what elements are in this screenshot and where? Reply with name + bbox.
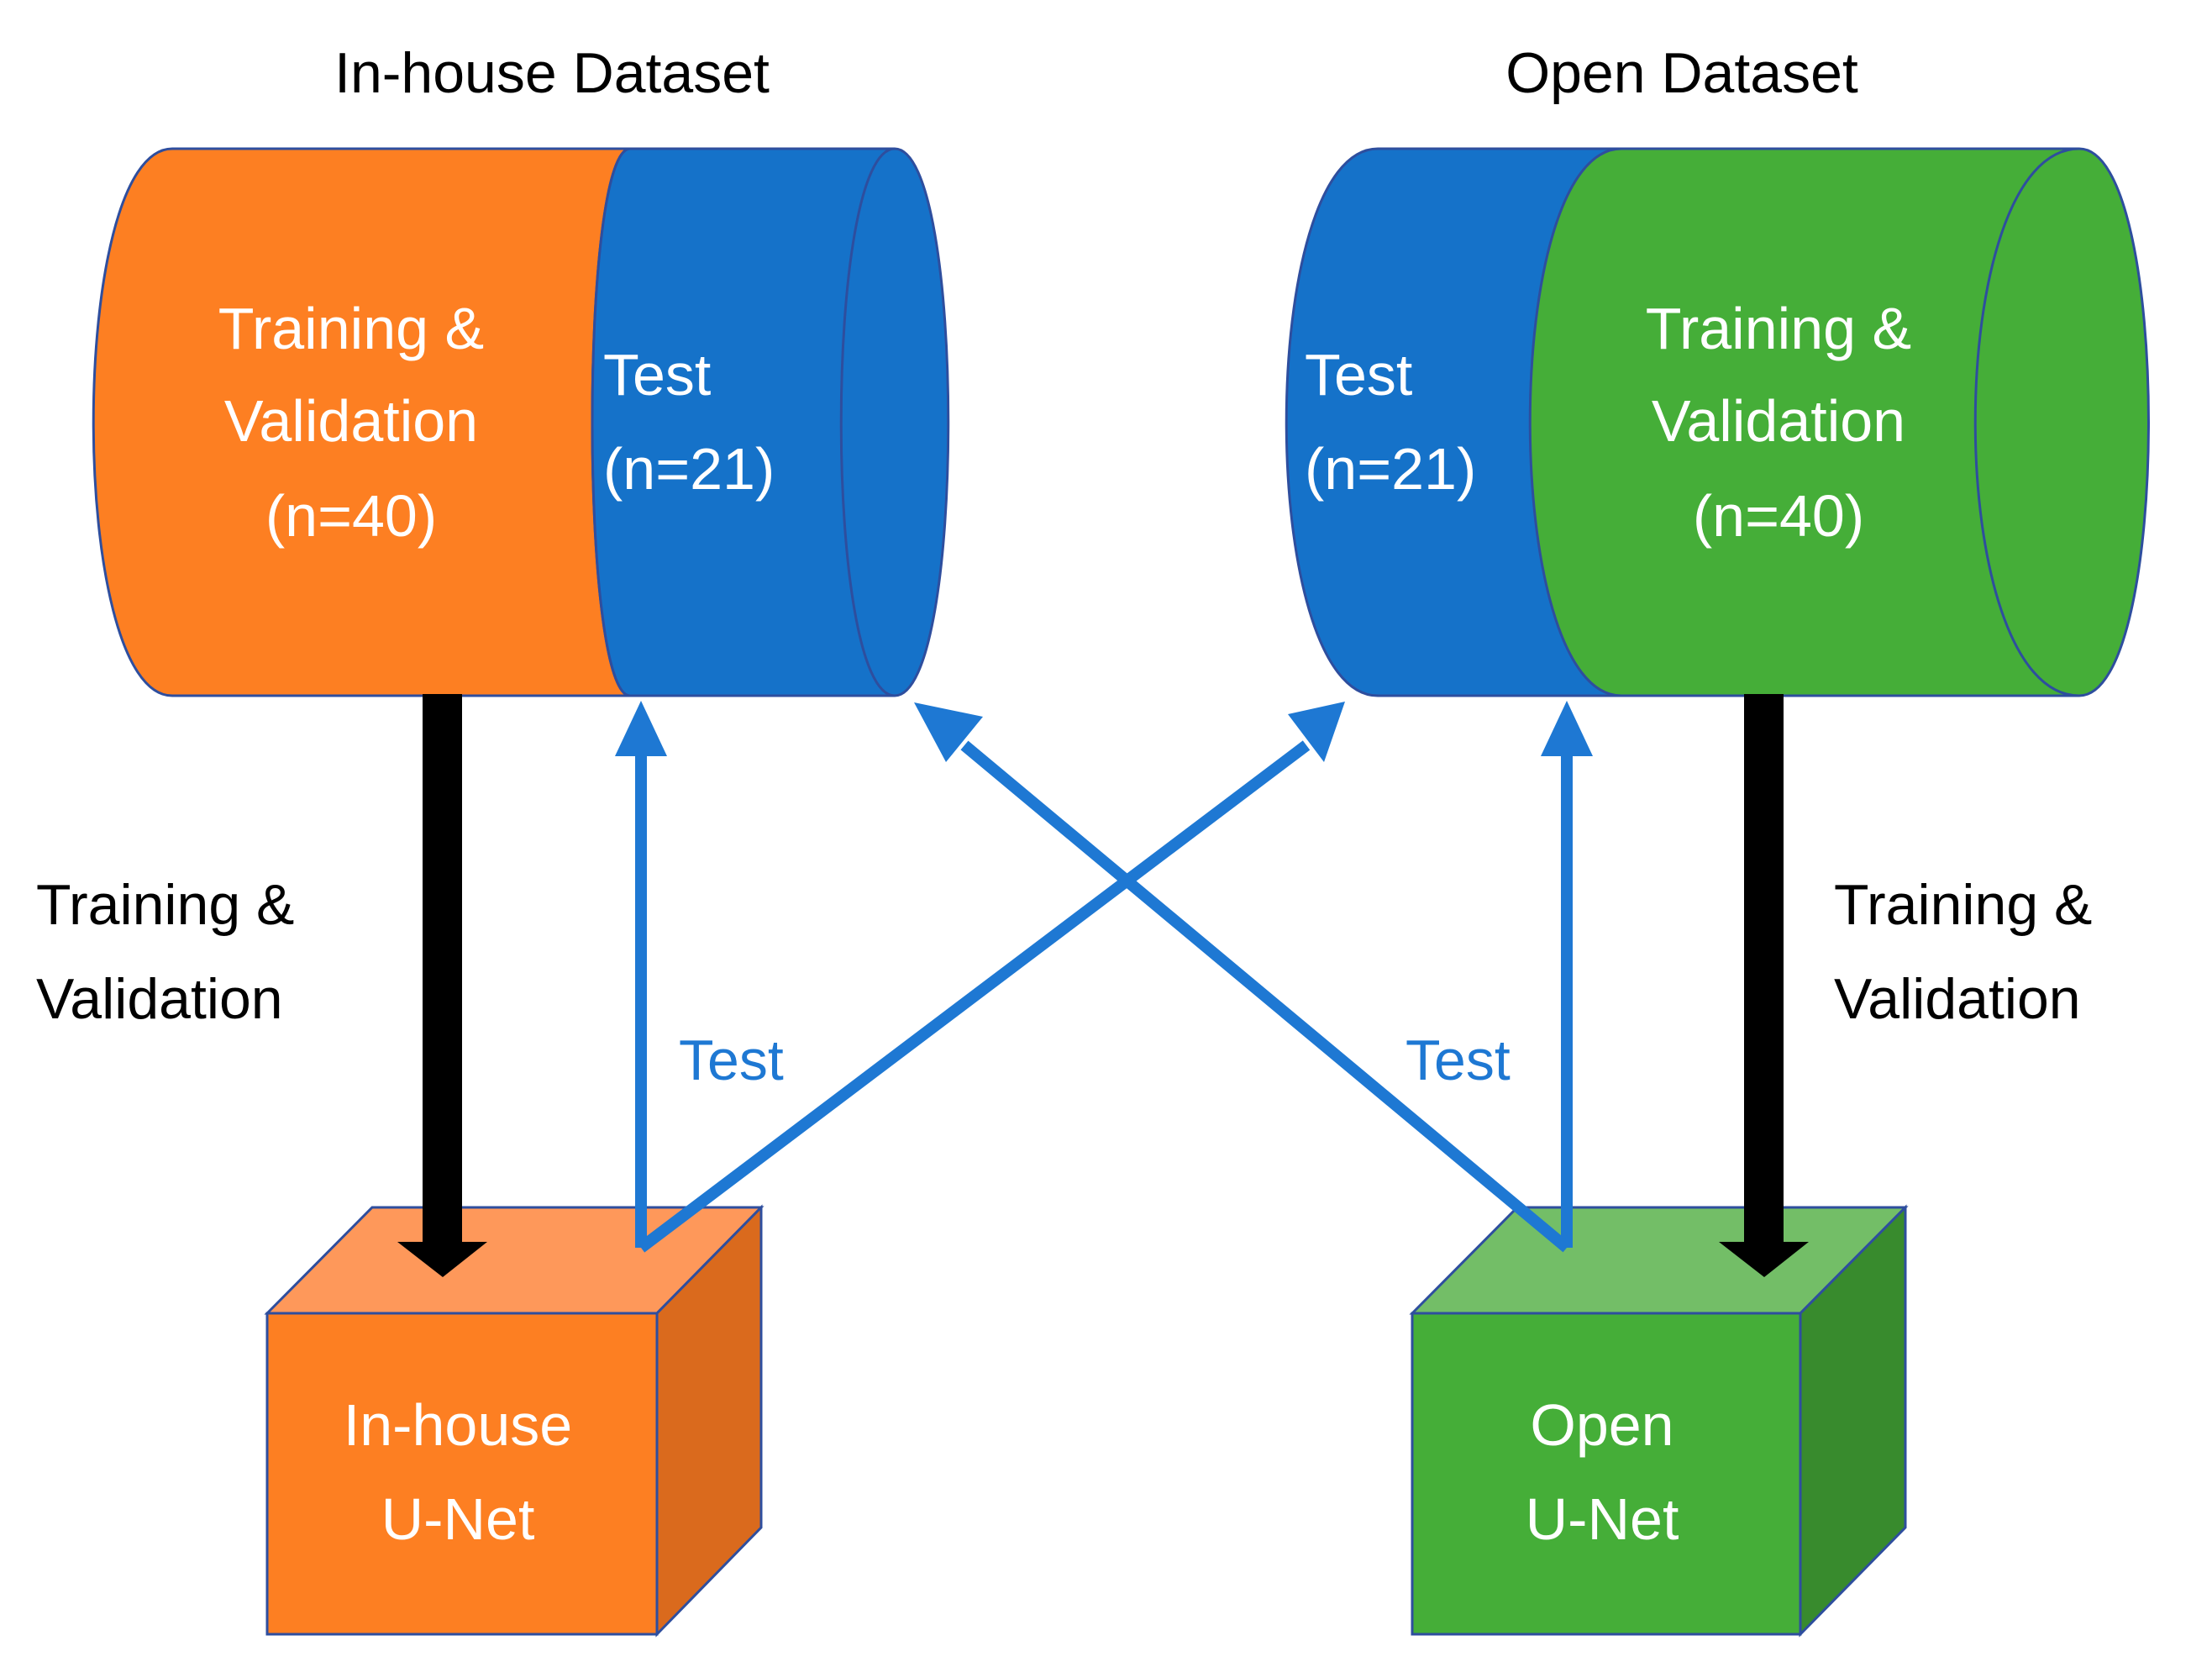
left-test-arrow-label: Test [679, 1028, 784, 1092]
open-self-test-arrow [1541, 701, 1593, 1248]
inhouse-test-count: (n=21) [603, 436, 775, 502]
open-unet-label-line2: U-Net [1526, 1486, 1679, 1552]
inhouse-unet-label-line2: U-Net [381, 1486, 535, 1552]
left-training-arrow-label-line2: Validation [36, 967, 283, 1031]
left-training-arrow-label-line1: Training & [36, 873, 294, 937]
inhouse-cylinder-end-cap [839, 147, 896, 697]
inhouse-dataset-title: In-house Dataset [334, 41, 770, 105]
open-unet-label-line1: Open [1530, 1392, 1673, 1458]
right-training-arrow-label-line2: Validation [1834, 967, 2081, 1031]
open-training-label-line2: Validation [1652, 388, 1905, 454]
inhouse-training-arrow [397, 694, 487, 1277]
inhouse-training-label-line2: Validation [224, 388, 478, 454]
open-unet-cube [1409, 1204, 1909, 1638]
inhouse-to-open-test-arrow [637, 702, 1345, 1253]
open-to-inhouse-test-arrow [914, 702, 1571, 1253]
inhouse-dataset-cylinder [92, 147, 950, 697]
inhouse-cube-front-face [265, 1312, 659, 1636]
right-training-arrow-label-line1: Training & [1834, 873, 2092, 937]
open-training-segment [1528, 147, 2150, 697]
inhouse-training-label-line1: Training & [218, 296, 484, 361]
open-training-label-line1: Training & [1646, 296, 1911, 361]
inhouse-unet-label-line1: In-house [344, 1392, 572, 1458]
open-cylinder-end-cap [1973, 147, 2080, 697]
open-test-label: Test [1305, 342, 1412, 408]
open-training-arrow [1719, 694, 1809, 1277]
open-dataset-cylinder [1285, 147, 2150, 697]
inhouse-training-count: (n=40) [265, 483, 437, 549]
open-test-count: (n=21) [1305, 436, 1476, 502]
open-cube-front-face [1411, 1312, 1802, 1636]
inhouse-test-segment [591, 147, 950, 697]
inhouse-unet-cube [264, 1204, 764, 1638]
open-dataset-title: Open Dataset [1505, 41, 1858, 105]
inhouse-self-test-arrow [615, 701, 667, 1248]
open-training-count: (n=40) [1693, 483, 1864, 549]
right-test-arrow-label: Test [1405, 1028, 1511, 1092]
inhouse-test-label: Test [603, 342, 711, 408]
